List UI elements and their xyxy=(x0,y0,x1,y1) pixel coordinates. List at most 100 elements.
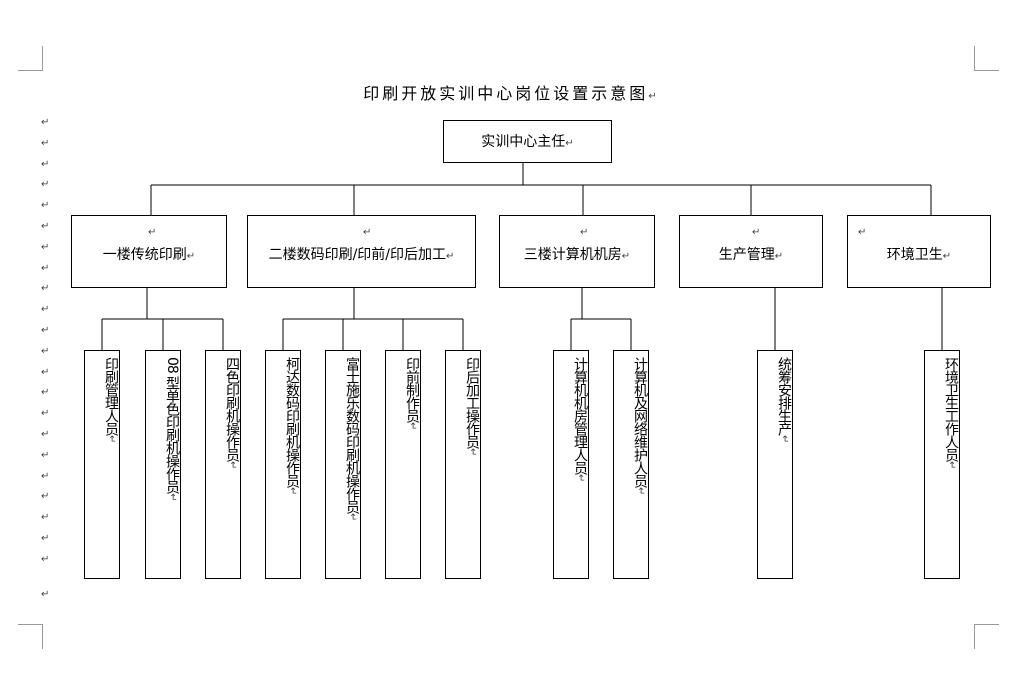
department-label: 环境卫生↵ xyxy=(848,244,990,264)
position-box: 计算机及网络维护人员↵ xyxy=(613,350,649,579)
position-label-text: 统筹安排生产 xyxy=(776,357,792,435)
paragraph-mark: ↵ xyxy=(41,408,50,419)
position-label-text: 计算机及网络维护人员 xyxy=(632,357,648,487)
position-label: 四色印刷机操作员↵ xyxy=(206,357,240,469)
paragraph-mark: ↵ xyxy=(41,179,50,190)
paragraph-mark: ↵ xyxy=(648,91,657,102)
paragraph-mark: ↵ xyxy=(41,533,50,544)
department-box: ↵环境卫生↵ xyxy=(847,215,991,288)
department-label-text: 生产管理 xyxy=(718,247,775,263)
position-box: 环境卫生工作人员↵ xyxy=(924,350,960,579)
paragraph-mark: ↵ xyxy=(467,448,478,457)
position-label: 环境卫生工作人员↵ xyxy=(925,357,959,469)
paragraph-mark: ↵ xyxy=(41,512,50,523)
paragraph-mark: ↵ xyxy=(41,450,50,461)
department-label: 二楼数码印刷/印前/印后加工↵ xyxy=(248,244,475,264)
diagram-title-text: 印刷开放实训中心岗位设置示意图 xyxy=(363,84,649,103)
paragraph-mark: ↵ xyxy=(774,251,784,262)
paragraph-mark: ↵ xyxy=(41,117,50,128)
paragraph-mark: ↵ xyxy=(946,461,957,470)
root-label: 实训中心主任↵ xyxy=(444,131,611,151)
position-box: 印后加工操作员↵ xyxy=(445,350,481,579)
position-box: 柯达数码印刷机操作员↵ xyxy=(265,350,301,579)
root-label-text: 实训中心主任 xyxy=(481,134,566,150)
department-label: 生产管理↵ xyxy=(680,244,822,264)
paragraph-mark: ↵ xyxy=(752,227,761,238)
department-box: ↵ 二楼数码印刷/印前/印后加工↵ xyxy=(247,215,476,288)
paragraph-mark: ↵ xyxy=(41,554,50,565)
paragraph-mark: ↵ xyxy=(148,227,157,238)
paragraph-mark: ↵ xyxy=(41,471,50,482)
paragraph-mark: ↵ xyxy=(167,493,178,502)
paragraph-mark: ↵ xyxy=(41,242,50,253)
position-box: 富士施乐数码印刷机操作员↵ xyxy=(325,350,361,579)
diagram-title: 印刷开放实训中心岗位设置示意图↵ xyxy=(300,80,720,104)
page-corner-bottom-right xyxy=(974,624,999,649)
position-label: 富士施乐数码印刷机操作员↵ xyxy=(326,357,360,521)
department-label-text: 二楼数码印刷/印前/印后加工 xyxy=(268,247,447,263)
position-label: 印刷管理人员↵ xyxy=(85,357,119,443)
position-label: 08 型单色印刷机操作员↵ xyxy=(146,357,180,502)
position-box: 08 型单色印刷机操作员↵ xyxy=(145,350,181,579)
paragraph-mark: ↵ xyxy=(565,138,574,149)
position-label-text: 富士施乐数码印刷机操作员 xyxy=(344,357,360,513)
paragraph-mark: ↵ xyxy=(41,325,50,336)
paragraph-mark: ↵ xyxy=(41,429,50,440)
department-box: ↵生产管理↵ xyxy=(679,215,823,288)
position-box: 统筹安排生产↵ xyxy=(757,350,793,579)
position-label: 统筹安排生产↵ xyxy=(758,357,792,443)
position-label-text: 柯达数码印刷机操作员 xyxy=(284,357,300,487)
paragraph-mark: ↵ xyxy=(858,227,867,238)
paragraph-mark: ↵ xyxy=(407,422,418,431)
position-box: 印前制作员↵ xyxy=(385,350,421,579)
position-label-text: 印后加工操作员 xyxy=(464,357,480,448)
position-box: 计算机机房管理人员↵ xyxy=(553,350,589,579)
page-corner-top-left xyxy=(18,46,43,71)
paragraph-mark: ↵ xyxy=(635,487,646,496)
department-label: 一楼传统印刷↵ xyxy=(72,244,226,264)
position-label: 柯达数码印刷机操作员↵ xyxy=(266,357,300,495)
paragraph-mark: ↵ xyxy=(621,251,631,262)
root-box: 实训中心主任↵ xyxy=(443,120,612,163)
department-box: ↵一楼传统印刷↵ xyxy=(71,215,227,288)
position-label-text: 08 型单色印刷机操作员 xyxy=(164,357,180,494)
department-label-text: 三楼计算机机房 xyxy=(523,247,622,263)
position-label-text: 印刷管理人员 xyxy=(103,357,119,435)
paragraph-mark: ↵ xyxy=(186,251,196,262)
paragraph-mark: ↵ xyxy=(287,487,298,496)
paragraph-mark: ↵ xyxy=(363,227,372,238)
paragraph-mark: ↵ xyxy=(942,251,952,262)
paragraph-mark: ↵ xyxy=(779,435,790,444)
paragraph-mark: ↵ xyxy=(347,513,358,522)
position-label-text: 计算机机房管理人员 xyxy=(572,357,588,474)
paragraph-mark: ↵ xyxy=(580,227,589,238)
paragraph-mark: ↵ xyxy=(575,474,586,483)
position-box: 四色印刷机操作员↵ xyxy=(205,350,241,579)
position-label-text: 环境卫生工作人员 xyxy=(943,357,959,461)
paragraph-mark: ↵ xyxy=(41,221,50,232)
page-corner-bottom-left xyxy=(18,624,43,649)
position-box: 印刷管理人员↵ xyxy=(84,350,120,579)
position-label: 计算机机房管理人员↵ xyxy=(554,357,588,482)
paragraph-mark: ↵ xyxy=(41,346,50,357)
paragraph-mark: ↵ xyxy=(41,304,50,315)
department-label-text: 环境卫生 xyxy=(886,247,943,263)
paragraph-mark: ↵ xyxy=(41,263,50,274)
paragraph-mark: ↵ xyxy=(227,461,238,470)
department-label: 三楼计算机机房↵ xyxy=(500,244,654,264)
position-label-text: 四色印刷机操作员 xyxy=(224,357,240,461)
paragraph-mark: ↵ xyxy=(41,200,50,211)
department-label-text: 一楼传统印刷 xyxy=(102,247,187,263)
paragraph-mark: ↵ xyxy=(41,491,50,502)
paragraph-mark: ↵ xyxy=(41,159,50,170)
paragraph-mark: ↵ xyxy=(41,367,50,378)
paragraph-mark: ↵ xyxy=(41,138,50,149)
paragraph-mark: ↵ xyxy=(106,435,117,444)
position-label-text: 印前制作员 xyxy=(404,357,420,422)
page-corner-top-right xyxy=(974,46,999,71)
position-label: 计算机及网络维护人员↵ xyxy=(614,357,648,495)
paragraph-mark: ↵ xyxy=(41,283,50,294)
paragraph-mark: ↵ xyxy=(41,589,50,600)
position-label: 印后加工操作员↵ xyxy=(446,357,480,456)
